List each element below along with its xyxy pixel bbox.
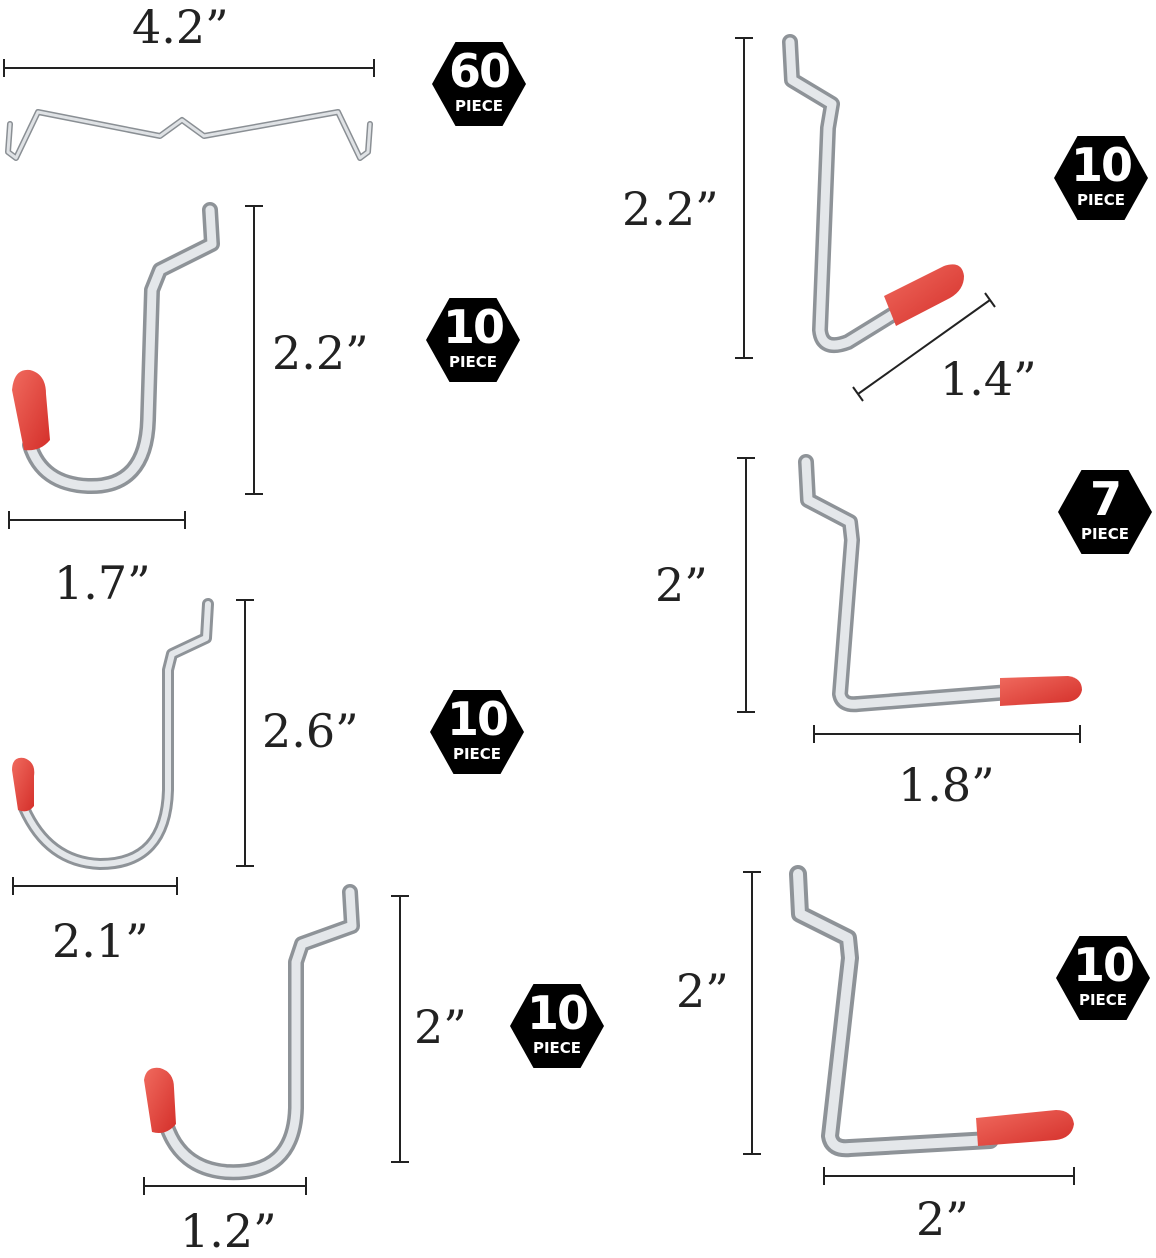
- quantity-count: 10: [1072, 938, 1135, 992]
- red-cap: [12, 369, 50, 451]
- quantity-unit: PIECE: [532, 1039, 582, 1057]
- quantity-unit: PIECE: [448, 353, 498, 371]
- hexagon-icon: [510, 984, 604, 1068]
- quantity-badge: 10 PIECE: [1054, 136, 1148, 220]
- quantity-unit: PIECE: [452, 745, 502, 763]
- j-hook-large-dimension-lines: [12, 599, 254, 895]
- j-hook-large-width-label: 2.1”: [52, 914, 149, 968]
- j-hook-medium-dimension-lines: [8, 205, 263, 529]
- l-hook-long-height-label: 2”: [655, 558, 708, 612]
- angled-hook-dimension-lines: [735, 37, 996, 402]
- j-hook-small: [158, 884, 360, 1181]
- quantity-count: 7: [1089, 472, 1122, 526]
- wire-clip: [5, 109, 373, 161]
- l-hook-long: [798, 454, 1018, 713]
- quantity-count: 10: [446, 692, 509, 746]
- quantity-unit: PIECE: [1078, 991, 1128, 1009]
- clip-width-label: 4.2”: [132, 0, 229, 54]
- j-hook-medium-width-label: 1.7”: [54, 556, 151, 610]
- j-hook-large: [18, 598, 214, 870]
- clip-dimension-line: [3, 59, 375, 77]
- quantity-badge: 10 PIECE: [430, 690, 524, 774]
- j-hook-medium-height-label: 2.2”: [272, 326, 369, 380]
- quantity-badge: 10 PIECE: [426, 298, 520, 382]
- red-cap: [12, 757, 35, 812]
- l-hook-square-height-label: 2”: [676, 964, 729, 1018]
- l-hook-square-width-label: 2”: [916, 1192, 969, 1246]
- angled-hook-height-label: 2.2”: [622, 182, 719, 236]
- quantity-count: 60: [448, 44, 511, 98]
- quantity-count: 10: [1070, 138, 1133, 192]
- angled-hook-length-label: 1.4”: [940, 352, 1037, 406]
- quantity-count: 10: [442, 300, 505, 354]
- l-hook-long-width-label: 1.8”: [898, 758, 995, 812]
- quantity-badge: 60 PIECE: [432, 42, 526, 126]
- l-hook-long-dimension-lines: [737, 457, 1081, 743]
- quantity-badge: 10 PIECE: [1056, 936, 1150, 1020]
- l-hook-square-dimension-lines: [743, 871, 1075, 1185]
- quantity-badge: 7 PIECE: [1058, 470, 1152, 554]
- l-hook-square: [789, 865, 999, 1158]
- j-hook-small-height-label: 2”: [414, 1000, 467, 1054]
- quantity-unit: PIECE: [1076, 191, 1126, 209]
- j-hook-small-width-label: 1.2”: [180, 1204, 277, 1258]
- quantity-count: 10: [526, 986, 589, 1040]
- red-cap: [884, 264, 964, 326]
- red-cap: [144, 1067, 176, 1133]
- angled-hook: [782, 34, 908, 353]
- j-hook-large-height-label: 2.6”: [262, 704, 359, 758]
- j-hook-medium: [22, 202, 220, 495]
- quantity-unit: PIECE: [454, 97, 504, 115]
- red-cap: [1000, 676, 1082, 706]
- quantity-badge: 10 PIECE: [510, 984, 604, 1068]
- j-hook-small-dimension-lines: [143, 895, 409, 1195]
- red-cap: [976, 1110, 1074, 1146]
- quantity-unit: PIECE: [1080, 525, 1130, 543]
